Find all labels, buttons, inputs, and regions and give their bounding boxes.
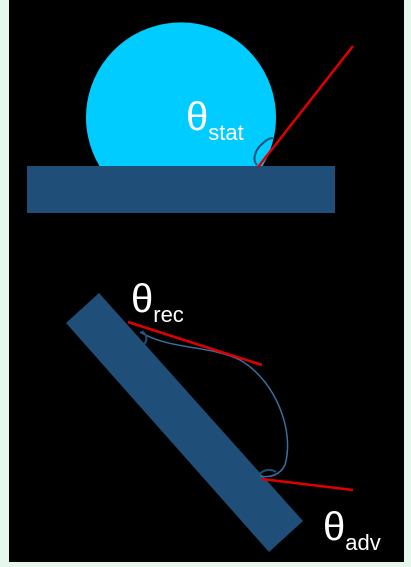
advancing-angle-label: θadv: [323, 505, 381, 555]
static-angle-arc: [253, 137, 274, 166]
receding-angle-arc: [141, 330, 148, 345]
static-angle-label: θstat: [186, 95, 244, 145]
receding-tangent-line: [127, 320, 263, 367]
sliding-drop-outline: [139, 331, 289, 478]
static-tangent-line: [257, 45, 354, 168]
tilted-substrate: [66, 293, 303, 552]
horizontal-substrate: [27, 166, 335, 213]
advancing-tangent-line: [261, 477, 354, 492]
receding-angle-label: θrec: [131, 277, 184, 327]
advancing-angle-arc: [257, 468, 277, 477]
static-droplet: [85, 22, 276, 167]
